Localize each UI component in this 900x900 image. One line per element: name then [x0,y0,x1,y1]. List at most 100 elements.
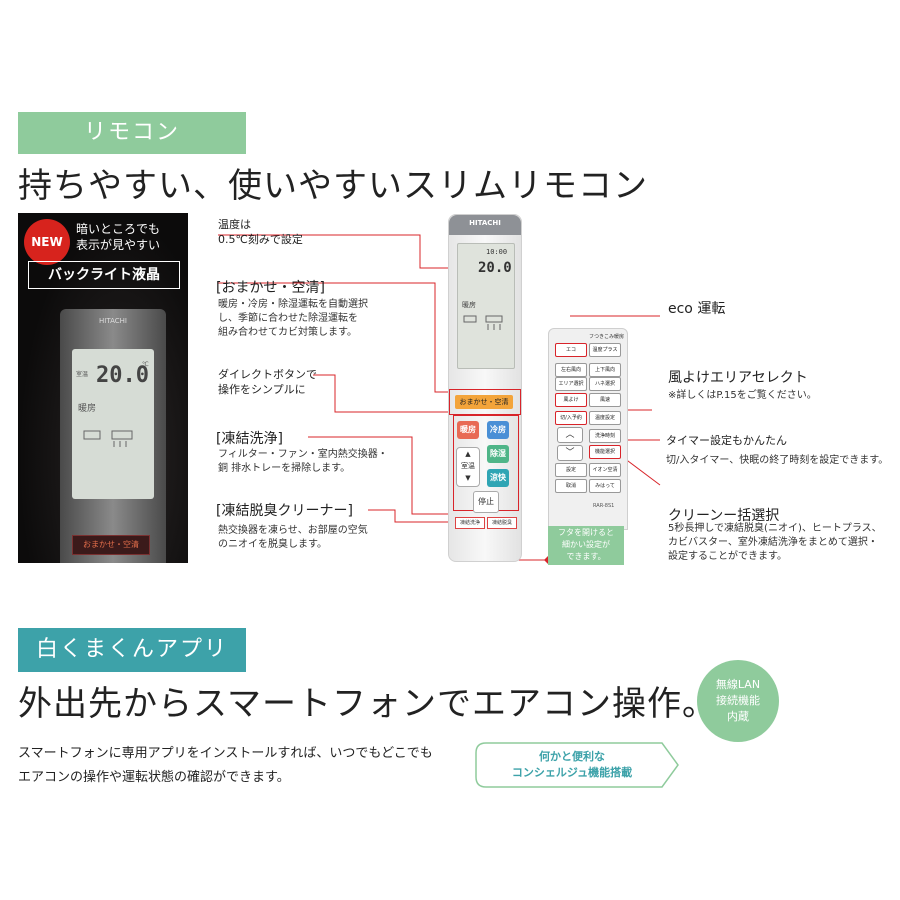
up-icon: ▲ [465,450,471,458]
new-badge: NEW [24,219,70,265]
eco-callout-title: eco 運転 [668,301,726,317]
freeze-body-line2: 銅 排水トレーを掃除します。 [218,463,351,474]
freeze-deodor-button[interactable]: 凍結脱臭 [487,517,517,529]
concierge-label: 何かと便利な コンシェルジュ機能搭載 [474,749,670,781]
photo-lcd-unit: ℃ [142,361,149,368]
badge-line2: 接続機能 [716,694,760,707]
remote-lcd-temp: 20.0 [478,260,512,276]
omakase-callout-title: [おまかせ・空清] [216,280,325,296]
remote-brand: HITACHI [469,219,501,227]
clean-button[interactable]: 涼快 [487,469,509,487]
freeze-callout-title: [凍結洗浄] [216,431,283,447]
photo-remote-brand: HITACHI [99,317,127,325]
remote-lcd: 10:00 20.0 暖房 [457,243,515,369]
section-tag-app: 白くまくんアプリ [18,628,246,672]
open-remote: フつきこみ暖房 エコ 温度プラス 左右風向 上下風向 エリア選択 ハネ選択 風よ… [548,328,628,530]
temp-callout: 温度は 0.5℃刻みで設定 [218,217,303,247]
backlight-label: バックライト液晶 [28,261,180,289]
watch-button[interactable]: みはって [589,479,621,493]
clean-callout-title: クリーンー括選択 [668,508,780,524]
photo-remote-lcd: 室温 20.0 ℃ 暖房 [72,349,154,499]
concierge-line2: コンシェルジュ機能搭載 [511,766,633,779]
open-remote-header: フつきこみ暖房 [589,334,625,340]
clean-body-line2: カビバスター、室外凍結洗浄をまとめて選択・ [668,537,878,548]
photo-caption: 暗いところでも 表示が見やすい [76,221,160,253]
up-arrow-button[interactable]: ︿ [557,427,583,443]
omakase-body-line3: 組み合わせてカビ対策します。 [218,327,357,338]
temp-updown-button[interactable]: ▲ 室温 ▼ [456,447,480,487]
eco-button[interactable]: エコ [555,343,587,357]
omakase-highlight [449,389,521,415]
setting-button[interactable]: 設定 [555,463,587,477]
freeze-body-line1: フィルター・ファン・室内熱交換器・ [218,449,388,460]
omakase-button[interactable]: おまかせ・空清 [455,395,513,409]
dehum-button[interactable]: 除湿 [487,445,509,463]
remote-heading: 持ちやすい、使いやすいスリムリモコン [18,166,648,206]
wireless-lan-badge: 無線LAN 接続機能 内蔵 [697,660,779,742]
temp-plus-button[interactable]: 温度プラス [589,343,621,357]
omakase-body-line2: し、季節に合わせた除湿運転を [218,313,358,324]
fan-speed-button[interactable]: 風速 [589,393,621,407]
photo-caption-line1: 暗いところでも [76,222,161,236]
clean-callout-body: 5秒長押しで凍結脱臭(ニオイ)、ヒートプラス、 カビバスター、室外凍結洗浄をまと… [668,522,882,564]
photo-lcd-room-label: 室温 [76,371,89,378]
note-line2: 細かい設定が [562,540,610,549]
app-description: スマートフォンに専用アプリをインストールすれば、いつでもどこでも エアコンの操作… [18,742,433,790]
lr-wind-button[interactable]: 左右風向 [555,363,587,377]
wash-time-button[interactable]: 洗浄時刻 [589,429,621,443]
app-heading: 外出先からスマートフォンでエアコン操作。 [18,684,717,724]
app-body-line2: エアコンの操作や運転状態の確認ができます。 [18,770,290,785]
deodor-body-line2: のニオイを脱臭します。 [218,539,327,550]
area-select-button[interactable]: エリア選択 [555,377,587,391]
open-lid-note: フタを開けると 細かい設定が できます。 [548,526,624,565]
photo-lcd-temp: 20.0 [96,363,149,388]
ud-wind-button[interactable]: 上下風向 [589,363,621,377]
badge-line3: 内蔵 [727,710,749,723]
temp-set-button[interactable]: 温度設定 [589,411,621,425]
timer-button[interactable]: 切/入予約 [555,411,587,425]
clean-body-line1: 5秒長押しで凍結脱臭(ニオイ)、ヒートプラス、 [668,523,882,534]
concierge-arrow-box [475,742,679,788]
section-tag-remote: リモコン [18,112,246,154]
deodor-body-line1: 熱交換器を凍らせ、お部屋の空気 [218,525,368,536]
remote-top: HITACHI [449,215,521,235]
direct-callout: ダイレクトボタンで 操作をシンプルに [218,367,317,397]
ion-button[interactable]: イオン空清 [589,463,621,477]
wind-callout-title: 風よけエリアセレクト [668,370,808,386]
omakase-body-line1: 暖房・冷房・除湿運転を自動選択 [218,299,368,310]
remote-lcd-fan-icon [463,315,503,330]
photo-caption-line2: 表示が見やすい [76,238,161,252]
photo-lcd-mode: 暖房 [78,404,97,414]
stop-button[interactable]: 停止 [473,491,499,513]
photo-lcd-fan-icon [83,430,133,447]
heat-button[interactable]: 暖房 [457,421,479,439]
function-select-button[interactable]: 機能選択 [589,445,621,459]
timer-callout-body: 切/入タイマー、快眠の終了時刻を設定できます。 [666,455,889,466]
wind-avoid-button[interactable]: 風よけ [555,393,587,407]
cool-button[interactable]: 冷房 [487,421,509,439]
direct-title-line2: 操作をシンプルに [218,383,306,396]
freeze-wash-button[interactable]: 凍結洗浄 [455,517,485,529]
omakase-callout-body: 暖房・冷房・除湿運転を自動選択 し、季節に合わせた除湿運転を 組み合わせてカビ対… [218,298,368,340]
backlight-photo: NEW 暗いところでも 表示が見やすい バックライト液晶 HITACHI 室温 … [18,213,188,563]
temp-updown-label: 室温 [461,462,475,470]
blade-select-button[interactable]: ハネ選択 [589,377,621,391]
temp-callout-title: 温度は [218,218,251,231]
photo-omakase-button: おまかせ・空清 [72,535,150,555]
model-number: RAR-8S1 [593,503,615,509]
wind-callout-body: ※詳しくはP.15をご覧ください。 [668,390,817,401]
remote-lcd-mode: 暖房 [462,301,476,309]
freeze-callout-body: フィルター・ファン・室内熱交換器・ 銅 排水トレーを掃除します。 [218,448,388,476]
photo-remote: HITACHI 室温 20.0 ℃ 暖房 おまかせ・空清 [60,309,166,563]
down-icon: ▼ [465,474,471,482]
temp-callout-body: 0.5℃刻みで設定 [218,233,303,246]
app-body-line1: スマートフォンに専用アプリをインストールすれば、いつでもどこでも [18,746,433,761]
deodor-callout-body: 熱交換器を凍らせ、お部屋の空気 のニオイを脱臭します。 [218,524,368,552]
concierge-line1: 何かと便利な [539,750,605,763]
cancel-button[interactable]: 取消 [555,479,587,493]
remote-lcd-clock: 10:00 [486,248,508,256]
note-line3: できます。 [566,552,606,561]
clean-body-line3: 設定することができます。 [668,551,787,562]
down-arrow-button[interactable]: ﹀ [557,445,583,461]
direct-title-line1: ダイレクトボタンで [218,368,317,381]
